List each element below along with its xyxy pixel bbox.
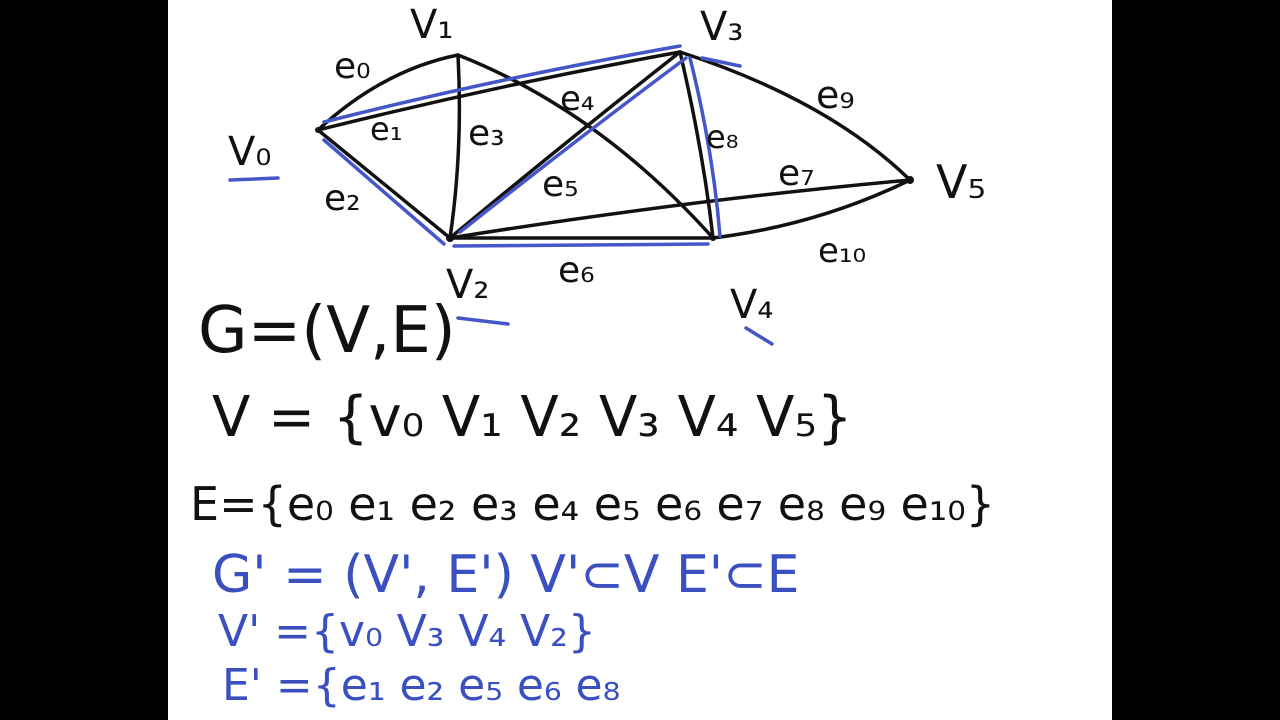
edge-label-e5: e₅: [542, 164, 579, 205]
vertex-label-v5: V₅: [936, 155, 986, 209]
note-graph-definition: G=(V,E): [198, 294, 456, 368]
note-edge-set: E={e₀ e₁ e₂ e₃ e₄ e₅ e₆ e₇ e₈ e₉ e₁₀}: [190, 477, 995, 531]
edge-label-e2: e₂: [324, 178, 361, 219]
vertex-label-v4: V₄: [730, 282, 773, 328]
edge-e1-black: [316, 50, 682, 132]
edge-label-e1: e₁: [370, 110, 403, 148]
edge-label-e4: e₄: [560, 79, 595, 119]
edge-label-e7: e₇: [778, 153, 815, 194]
edge-e3: [448, 53, 462, 240]
underline-v3: [700, 56, 742, 68]
edge-e1-highlight: [322, 44, 682, 124]
edge-label-e0: e₀: [334, 46, 371, 87]
edge-label-e3: e₃: [468, 113, 505, 154]
vertex-v2-dot: [446, 234, 454, 242]
vertex-v5-dot: [906, 176, 914, 184]
edge-e7: [448, 178, 912, 240]
note-subgraph-definition: G' = (V', E') V'⊂V E'⊂E: [212, 545, 800, 605]
edge-e9: [678, 50, 912, 182]
note-subgraph-edges: E' ={e₁ e₂ e₅ e₆ e₈: [222, 660, 620, 711]
edge-label-e8: e₈: [706, 118, 739, 156]
note-vertex-set: V = {v₀ V₁ V₂ V₃ V₄ V₅}: [212, 385, 852, 450]
edge-label-e9: e₉: [816, 73, 855, 117]
edge-label-e6: e₆: [558, 250, 595, 291]
vertex-v4-dot: [710, 235, 716, 241]
edge-e2-highlight: [322, 138, 446, 246]
edge-e10: [711, 178, 912, 240]
underline-v4: [744, 326, 774, 346]
edge-e8-black: [678, 50, 715, 240]
underline-v0: [228, 176, 280, 182]
edge-e5-highlight: [458, 56, 688, 234]
note-subgraph-vertices: V' ={v₀ V₃ V₄ V₂}: [218, 606, 596, 657]
edge-e5-black: [448, 50, 682, 240]
edge-e2-black: [316, 128, 452, 240]
vertex-label-v3: V₃: [700, 4, 743, 50]
vertex-label-v1: V₁: [410, 2, 453, 48]
vertex-label-v0: V₀: [228, 129, 271, 175]
edge-e6-highlight: [452, 242, 710, 248]
edge-e0: [316, 53, 460, 132]
whiteboard: V₀ V₁ V₂ V₃ V₄ V₅ e₀ e₁ e₂ e₃ e₄ e₅ e₆ e…: [168, 0, 1112, 720]
edge-label-e10: e₁₀: [818, 231, 866, 271]
underline-v2: [456, 316, 510, 326]
vertex-label-v2: V₂: [446, 262, 489, 308]
edge-e8-highlight: [688, 56, 722, 238]
graph-diagram: V₀ V₁ V₂ V₃ V₄ V₅ e₀ e₁ e₂ e₃ e₄ e₅ e₆ e…: [190, 2, 995, 711]
vertex-v0-dot: [315, 127, 321, 133]
